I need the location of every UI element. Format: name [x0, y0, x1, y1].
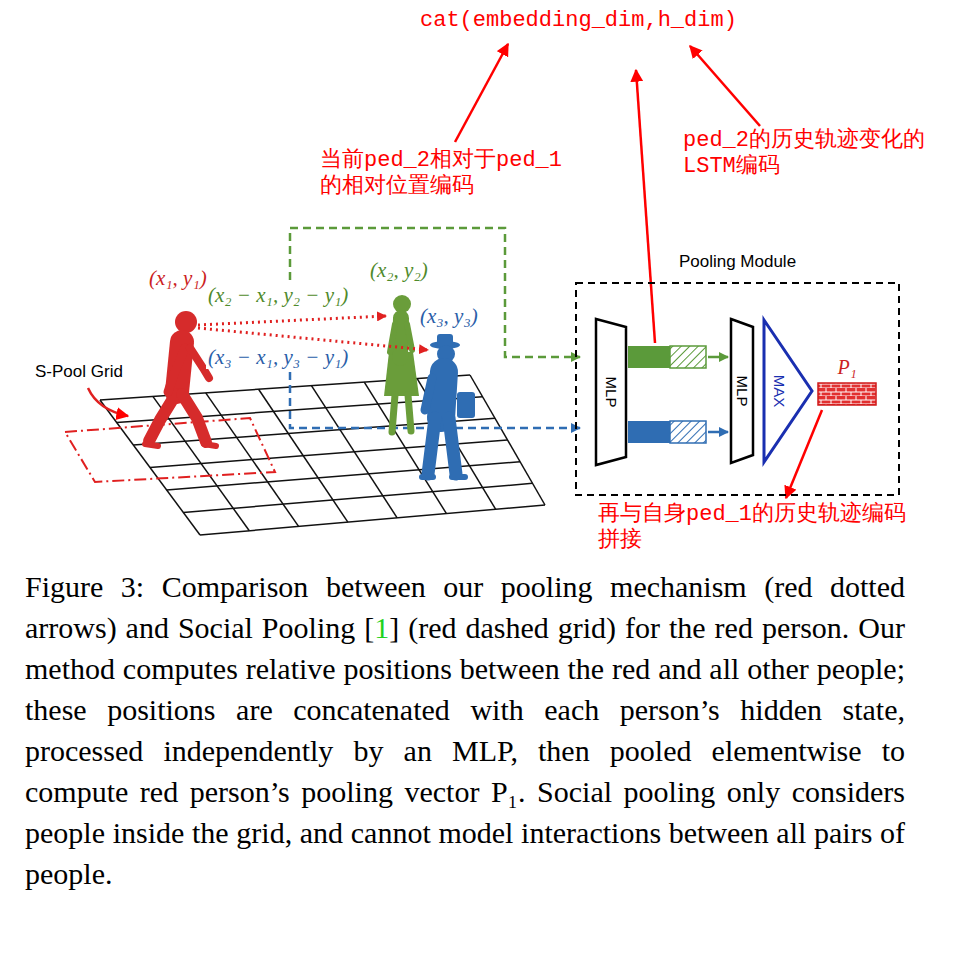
annotation-arrows: [455, 44, 822, 498]
max-shape: [764, 320, 812, 462]
illustration-part: [452, 474, 465, 480]
coordinate-label: (x₂, y₂): [368, 258, 430, 282]
annotation-arrow: [455, 44, 508, 142]
block-label: MLP: [603, 377, 620, 408]
mlp-shape: [731, 319, 753, 463]
module-title: Pooling Module: [679, 252, 796, 272]
citation-number: 1: [374, 611, 389, 644]
grid-line: [200, 505, 545, 535]
illustration-part: [168, 348, 185, 392]
figure-caption: Figure 3: Comparison between our pooling…: [25, 566, 905, 894]
illustration-part: [422, 372, 465, 477]
illustration-part: [670, 421, 706, 443]
illustration-part: [449, 418, 456, 474]
annotation-arrow: [690, 46, 760, 126]
caption-part: [1]: [364, 611, 399, 644]
vector-label: P₁: [837, 356, 856, 379]
annotation-text: cat(embedding_dim,h_dim): [420, 8, 737, 33]
illustration-part: [204, 444, 216, 446]
annotation-text: 再与自身ped_1的历史轨迹编码 拼接: [598, 502, 906, 555]
mlp-block: MLP: [730, 318, 754, 464]
embedding-bars: [628, 346, 728, 443]
blue-person: [422, 334, 475, 477]
bracket: [: [364, 611, 374, 644]
grid-line: [183, 483, 532, 512]
illustration-part: [437, 334, 453, 346]
annotation-text: ped_2的历史轨迹变化的 LSTM编码: [683, 128, 925, 181]
illustration-part: [708, 431, 728, 434]
green-person: [384, 295, 419, 432]
illustration-part: [670, 346, 706, 368]
illustration-part: [457, 392, 475, 418]
coordinate-label: (x₃, y₃): [418, 304, 480, 328]
annotation-arrow: [636, 70, 655, 343]
social-pool-grid: [65, 418, 275, 482]
illustration-part: [392, 395, 395, 432]
grid-line: [167, 462, 520, 490]
illustration-part: [441, 372, 444, 418]
illustration-part: [198, 316, 386, 325]
illustration-part: [628, 346, 670, 368]
illustration-part: [390, 318, 412, 432]
illustration-part: [408, 395, 411, 431]
ground-grid: [100, 375, 545, 535]
illustration-part: [708, 356, 728, 359]
annotation-text: 当前ped_2相对于ped_1 的相对位置编码: [320, 148, 562, 201]
mlp-shape: [596, 319, 626, 465]
bracket: ]: [389, 611, 399, 644]
module-border: [576, 283, 899, 495]
vector-shape: [818, 383, 876, 405]
illustration-part: [407, 324, 412, 350]
pooling-vector-box: P₁: [815, 356, 879, 408]
illustration-part: [425, 378, 432, 410]
max-pool-triangle: MAX: [762, 318, 814, 464]
caption-part: (red dashed grid) for the red person. Ou…: [25, 611, 905, 890]
illustration-part: [182, 394, 206, 442]
illustration-part: [145, 444, 158, 446]
relative-position-label: (x₃ − x₁, y₃ − y₁): [206, 345, 350, 369]
relative-position-label: (x₂ − x₁, y₂ − y₁): [206, 283, 350, 307]
illustration-part: [175, 311, 197, 333]
block-label: MLP: [734, 376, 751, 407]
illustration-part: [422, 474, 433, 480]
grid-label: S-Pool Grid: [35, 362, 123, 382]
illustration-part: [149, 394, 176, 441]
block-label: MAX: [771, 375, 788, 408]
pooling-module-box: Pooling ModuleMLP MLP MAX P₁: [575, 248, 900, 496]
grid-pointer-arrow: [88, 388, 128, 416]
mlp-block: MLP: [595, 318, 627, 466]
illustration-part: [428, 418, 435, 474]
node-outline: [762, 318, 814, 464]
illustration-part: [628, 421, 670, 443]
coordinate-label: (x₁, y₁): [147, 266, 209, 290]
red-person: [145, 311, 216, 446]
illustration-part: [400, 318, 401, 358]
